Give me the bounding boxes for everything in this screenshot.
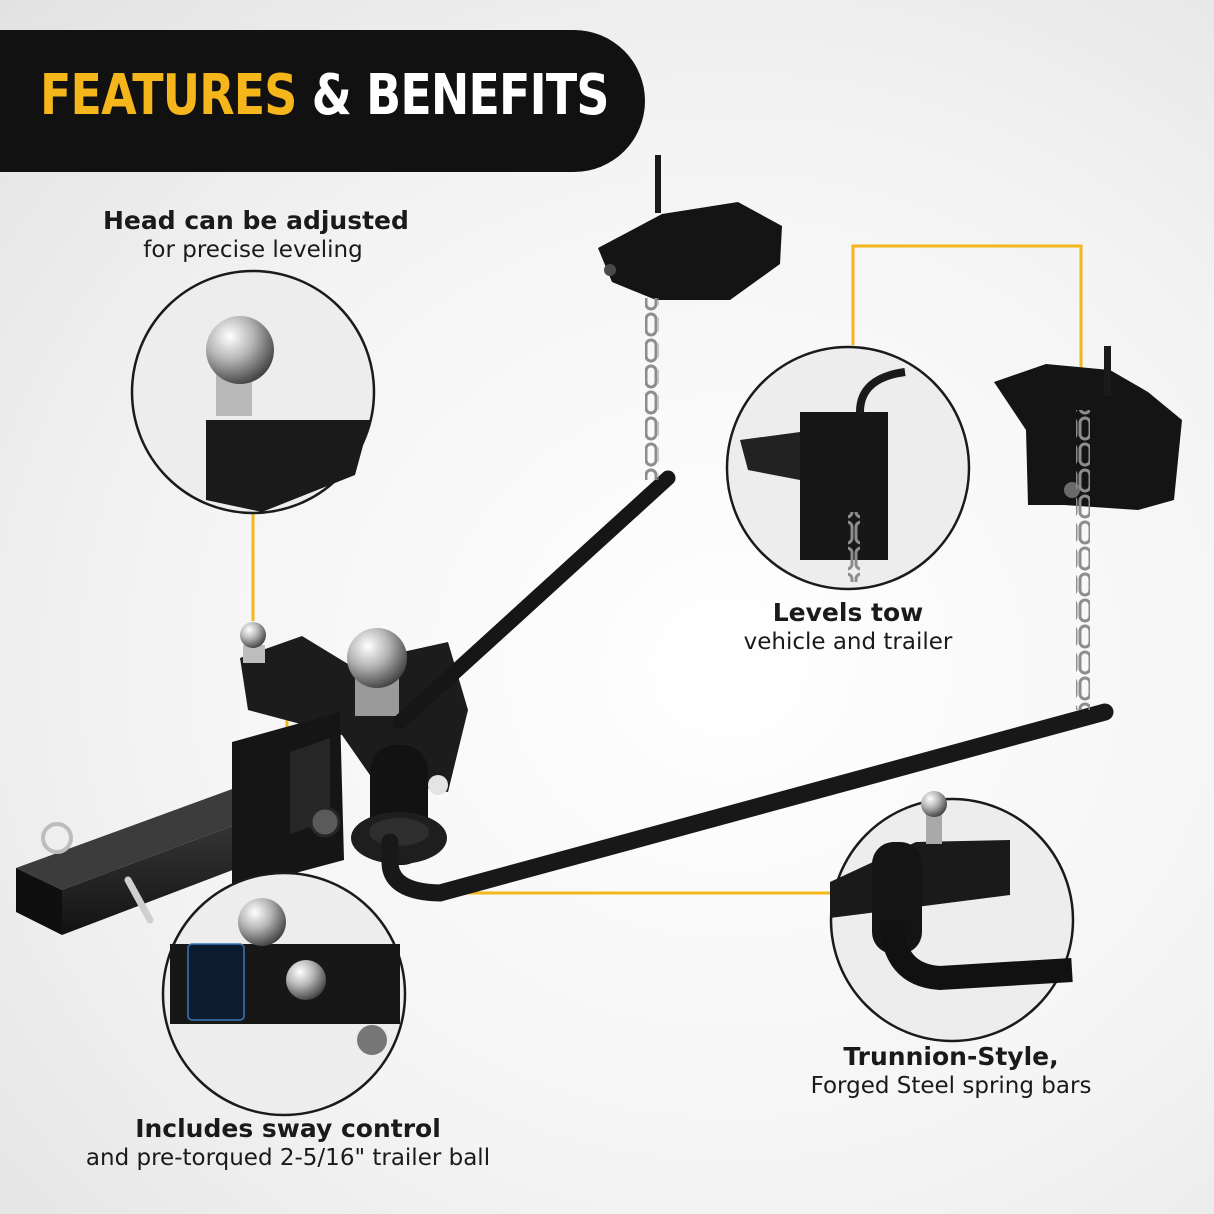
caption-subtitle: and pre-torqued 2-5/16" trailer ball xyxy=(85,1145,491,1171)
title-rest: & BENEFITS xyxy=(311,63,610,128)
left-bracket xyxy=(598,155,782,300)
caption-title: Includes sway control xyxy=(135,1114,441,1143)
trailer-ball xyxy=(347,628,407,716)
spring-bars xyxy=(381,470,1114,902)
detail-circle-bracket xyxy=(725,345,971,591)
caption-sway-control: Includes sway control and pre-torqued 2-… xyxy=(52,1114,524,1172)
caption-trunnion: Trunnion-Style, Forged Steel spring bars xyxy=(786,1042,1116,1100)
page-title: FEATURES & BENEFITS xyxy=(40,68,609,124)
header-banner xyxy=(0,30,645,172)
detail-circle-head xyxy=(130,269,376,515)
hitch-head xyxy=(232,636,468,890)
detail-circle-sway xyxy=(161,871,407,1117)
caption-head-adjust: Head can be adjusted for precise levelin… xyxy=(103,206,409,264)
small-trailer-ball xyxy=(240,622,266,663)
caption-subtitle: for precise leveling xyxy=(143,237,363,263)
left-chain xyxy=(645,298,659,480)
caption-subtitle: Forged Steel spring bars xyxy=(810,1073,1092,1099)
title-highlight: FEATURES xyxy=(40,63,297,128)
hitch-pin xyxy=(41,822,154,924)
detail-circle-trunnion xyxy=(829,791,1075,1043)
receiver-shank xyxy=(16,788,280,935)
caption-title: Head can be adjusted xyxy=(103,206,409,235)
caption-title: Trunnion-Style, xyxy=(843,1042,1059,1071)
right-chain xyxy=(1076,410,1090,710)
caption-title: Levels tow xyxy=(772,598,924,627)
caption-subtitle: vehicle and trailer xyxy=(743,629,953,655)
caption-levels: Levels tow vehicle and trailer xyxy=(728,598,968,656)
